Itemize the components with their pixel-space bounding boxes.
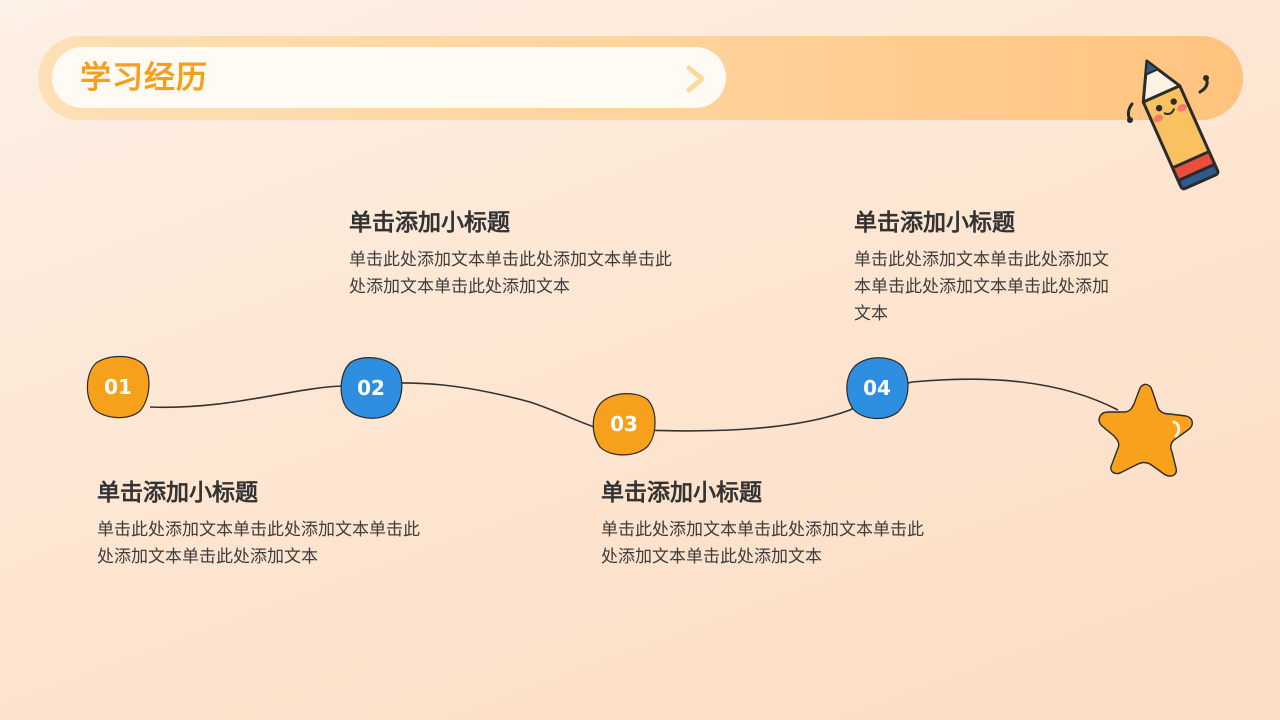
item-body-line: 处添加文本单击此处添加文本	[349, 277, 570, 297]
item-subtitle: 单击添加小标题	[349, 210, 510, 236]
node-label: 03	[610, 412, 638, 436]
chevron-right-icon	[686, 65, 705, 93]
item-body-line: 单击此处添加文本单击此处添加文本单击此	[97, 520, 420, 540]
item-body-line: 单击此处添加文本单击此处添加文本单击此	[601, 520, 924, 540]
title-pill	[52, 47, 726, 108]
item-block-1: 单击添加小标题 单击此处添加文本单击此处添加文本单击此 处添加文本单击此处添加文…	[97, 477, 477, 571]
item-body-line: 单击此处添加文本单击此处添加文	[854, 250, 1109, 270]
timeline-node-03: 03	[592, 392, 656, 456]
timeline-node-04: 04	[845, 356, 909, 420]
item-block-4: 单击添加小标题 单击此处添加文本单击此处添加文 本单击此处添加文本单击此处添加 …	[854, 207, 1154, 328]
star-icon	[1098, 383, 1193, 477]
item-body-line: 文本	[854, 304, 888, 324]
item-body-line: 处添加文本单击此处添加文本	[97, 547, 318, 567]
item-subtitle: 单击添加小标题	[97, 480, 258, 506]
item-body-line: 单击此处添加文本单击此处添加文本单击此	[349, 250, 672, 270]
item-subtitle: 单击添加小标题	[854, 210, 1015, 236]
node-label: 01	[104, 375, 132, 399]
item-body: 单击此处添加文本单击此处添加文 本单击此处添加文本单击此处添加 文本	[854, 247, 1154, 328]
item-block-3: 单击添加小标题 单击此处添加文本单击此处添加文本单击此 处添加文本单击此处添加文…	[601, 477, 981, 571]
item-body-line: 本单击此处添加文本单击此处添加	[854, 277, 1109, 297]
item-body: 单击此处添加文本单击此处添加文本单击此 处添加文本单击此处添加文本	[97, 517, 477, 571]
item-body: 单击此处添加文本单击此处添加文本单击此 处添加文本单击此处添加文本	[601, 517, 981, 571]
item-subtitle: 单击添加小标题	[601, 480, 762, 506]
pencil-mascot-icon	[1126, 59, 1220, 191]
page-title: 学习经历	[80, 60, 208, 96]
item-body-line: 处添加文本单击此处添加文本	[601, 547, 822, 567]
timeline-node-02: 02	[339, 356, 403, 420]
item-block-2: 单击添加小标题 单击此处添加文本单击此处添加文本单击此 处添加文本单击此处添加文…	[349, 207, 729, 301]
node-label: 02	[357, 376, 385, 400]
timeline-node-01: 01	[86, 355, 150, 419]
node-label: 04	[863, 376, 891, 400]
item-body: 单击此处添加文本单击此处添加文本单击此 处添加文本单击此处添加文本	[349, 247, 729, 301]
